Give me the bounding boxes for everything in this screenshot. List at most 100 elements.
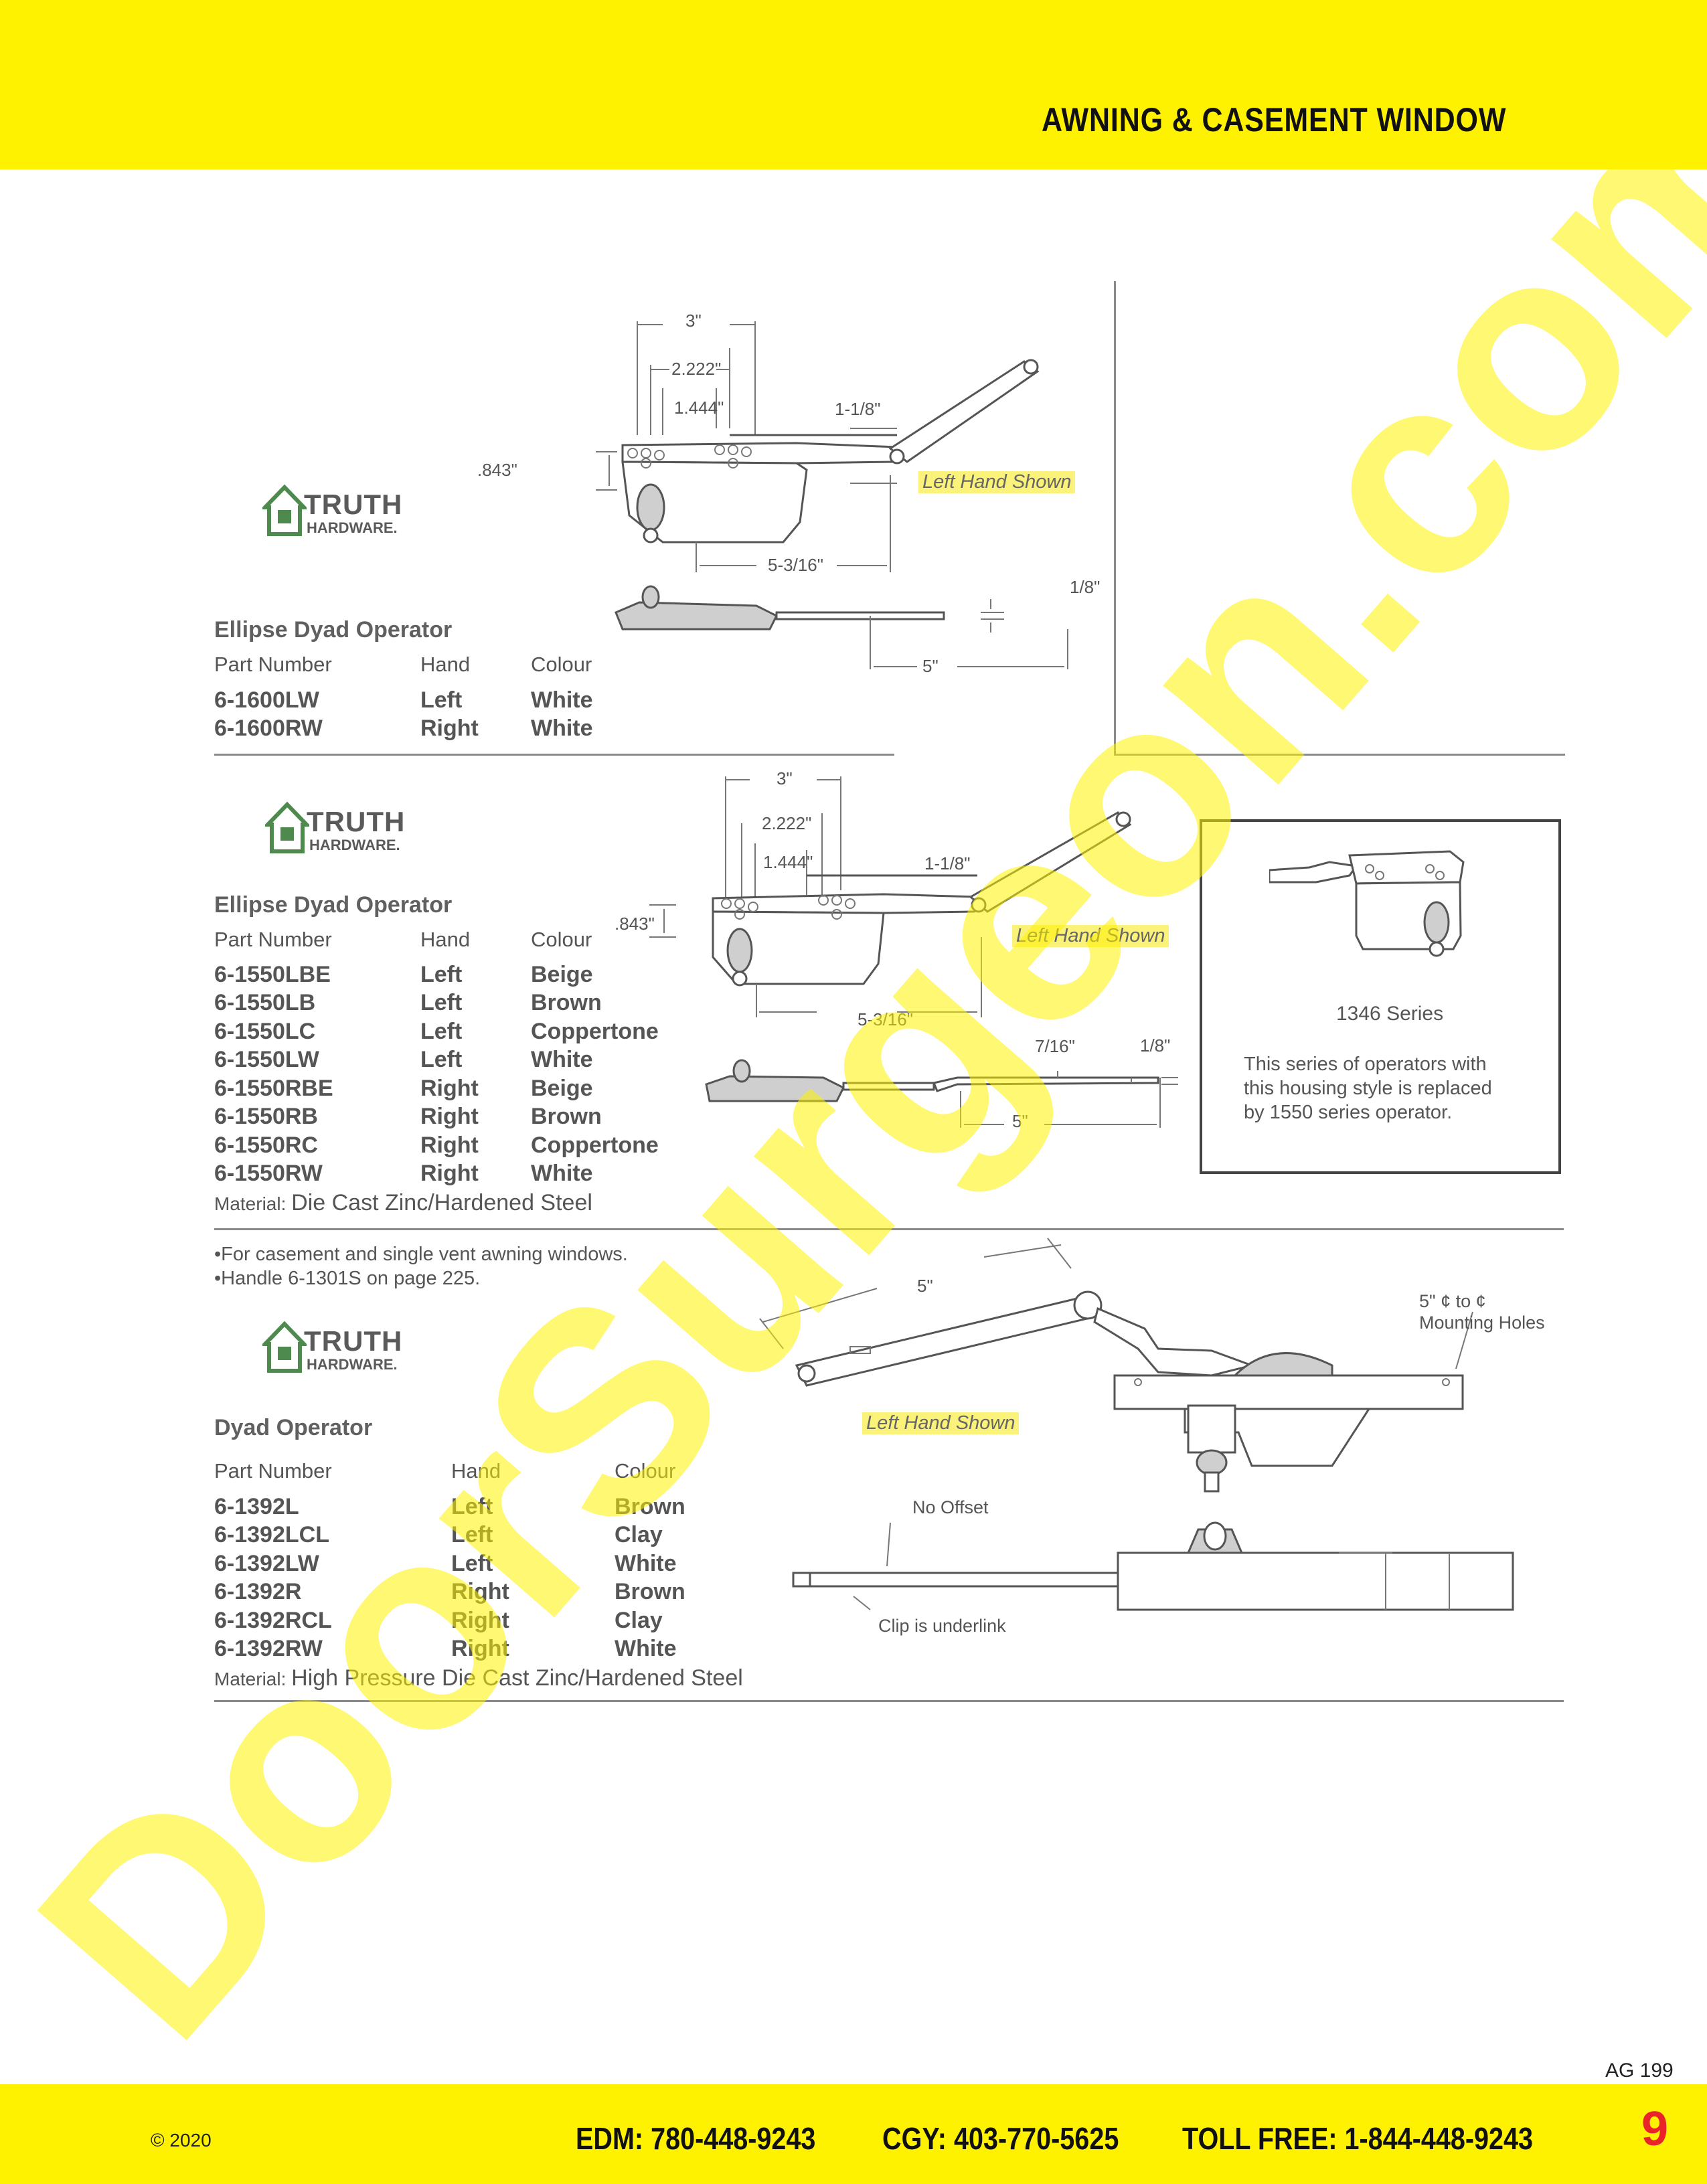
table-cell-part: 6-1550RB — [214, 1104, 318, 1129]
dimension-label: 5" — [1012, 1111, 1028, 1131]
series-label: 1346 Series — [1336, 1003, 1444, 1025]
product-title: Dyad Operator — [214, 1415, 373, 1440]
catalog-code: AG 199 — [1605, 2060, 1674, 2082]
dimension-label: 5" — [917, 1276, 933, 1296]
left-hand-shown-label: Left Hand Shown — [862, 1412, 1020, 1434]
table-cell-part: 6-1550RW — [214, 1161, 323, 1186]
material-label: Material: — [214, 1193, 287, 1214]
table-cell-part: 6-1392R — [214, 1579, 302, 1604]
dimension-label: .843" — [615, 914, 655, 934]
section-divider — [214, 1228, 1564, 1230]
table-cell-colour: Beige — [531, 1076, 593, 1101]
copyright: © 2020 — [151, 2130, 212, 2151]
table-cell-part: 6-1550LBE — [214, 962, 331, 987]
left-hand-shown-label: Left Hand Shown — [918, 471, 1076, 493]
table-cell-hand: Right — [420, 1104, 479, 1129]
section-divider — [214, 754, 894, 756]
table-cell-part: 6-1600RW — [214, 716, 323, 741]
phone-cgy[interactable]: CGY: 403-770-5625 — [882, 2121, 1119, 2156]
dimension-label: 7/16" — [1035, 1036, 1075, 1056]
callout-line: this housing style is replaced — [1244, 1078, 1492, 1099]
table-cell-part: 6-1550LC — [214, 1019, 316, 1044]
truth-hardware-logo: TRUTH HARDWARE. — [262, 483, 416, 543]
table-cell-part: 6-1600LW — [214, 687, 319, 713]
table-cell-hand: Left — [451, 1494, 493, 1519]
note-line: •Handle 6-1301S on page 225. — [214, 1268, 481, 1289]
table-cell-colour: Beige — [531, 962, 593, 987]
column-header-colour: Colour — [531, 928, 592, 951]
dimension-label: 1/8" — [1140, 1035, 1171, 1056]
column-header-hand: Hand — [420, 653, 471, 676]
logo-word-hardware: HARDWARE. — [307, 519, 398, 536]
clip-underlink-label: Clip is underlink — [878, 1616, 1006, 1636]
note-line: •For casement and single vent awning win… — [214, 1244, 628, 1265]
logo-word-truth: TRUTH — [304, 489, 403, 520]
table-cell-colour: White — [531, 1161, 593, 1186]
column-header-colour: Colour — [531, 653, 592, 676]
table-cell-hand: Right — [420, 716, 479, 741]
table-cell-hand: Left — [451, 1522, 493, 1547]
column-header-part: Part Number — [214, 653, 332, 676]
material-value: High Pressure Die Cast Zinc/Hardened Ste… — [291, 1665, 743, 1691]
operator-diagram — [649, 776, 1178, 1128]
dimension-label: 5-3/16" — [858, 1009, 913, 1029]
section-title: AWNING & CASEMENT WINDOW — [1041, 101, 1506, 139]
house-icon — [265, 801, 309, 853]
page-number: 9 — [1641, 2102, 1669, 2156]
phone-edm[interactable]: EDM: 780-448-9243 — [576, 2121, 816, 2156]
table-cell-part: 6-1550LB — [214, 990, 316, 1015]
table-cell-colour: White — [531, 716, 593, 741]
table-cell-part: 6-1392RCL — [214, 1608, 332, 1633]
dimension-label: 1/8" — [1070, 577, 1101, 597]
table-cell-colour: Clay — [615, 1608, 663, 1633]
table-cell-hand: Right — [451, 1636, 509, 1661]
table-cell-hand: Left — [420, 1047, 463, 1072]
table-cell-part: 6-1392LW — [214, 1551, 319, 1576]
phone-toll-free[interactable]: TOLL FREE: 1-844-448-9243 — [1182, 2121, 1534, 2156]
operator-1346-illustration — [1269, 850, 1465, 957]
column-header-hand: Hand — [451, 1459, 501, 1483]
material-value: Die Cast Zinc/Hardened Steel — [291, 1190, 592, 1215]
table-cell-part: 6-1392LCL — [214, 1522, 329, 1547]
product-title: Ellipse Dyad Operator — [214, 892, 453, 918]
mounting-holes-label: Mounting Holes — [1419, 1313, 1545, 1333]
table-cell-hand: Left — [420, 990, 463, 1015]
column-header-part: Part Number — [214, 1459, 332, 1483]
table-cell-colour: Brown — [531, 1104, 602, 1129]
dimension-label: 1-1/8" — [835, 399, 881, 419]
logo-word-hardware: HARDWARE. — [309, 837, 400, 853]
table-cell-colour: White — [531, 1047, 593, 1072]
table-cell-hand: Right — [451, 1608, 509, 1633]
column-header-colour: Colour — [615, 1459, 676, 1483]
header-band — [0, 0, 1707, 169]
table-cell-hand: Right — [420, 1161, 479, 1186]
table-cell-colour: Brown — [615, 1579, 685, 1604]
dimension-label: 5-3/16" — [768, 555, 823, 575]
dimension-label: 1.444" — [763, 852, 813, 872]
dimension-label: 1.444" — [674, 398, 724, 418]
table-cell-hand: Left — [451, 1551, 493, 1576]
logo-word-truth: TRUTH — [304, 1325, 403, 1357]
footer-band — [0, 2084, 1707, 2184]
dimension-label: 2.222" — [762, 813, 812, 833]
no-offset-label: No Offset — [912, 1497, 989, 1517]
truth-hardware-logo: TRUTH HARDWARE. — [262, 1320, 416, 1380]
table-cell-part: 6-1550RC — [214, 1132, 318, 1158]
material-line: Material: High Pressure Die Cast Zinc/Ha… — [214, 1665, 743, 1691]
logo-word-hardware: HARDWARE. — [307, 1356, 398, 1373]
table-cell-part: 6-1550LW — [214, 1047, 319, 1072]
material-label: Material: — [214, 1669, 287, 1689]
operator-diagram — [596, 321, 1068, 669]
truth-hardware-logo: TRUTH HARDWARE. — [265, 801, 419, 861]
column-header-part: Part Number — [214, 928, 332, 951]
left-hand-shown-label: Left Hand Shown — [1012, 925, 1169, 947]
section-divider — [214, 1700, 1564, 1702]
column-header-hand: Hand — [420, 928, 471, 951]
dimension-label: 3" — [777, 768, 793, 788]
table-cell-colour: Clay — [615, 1522, 663, 1547]
vertical-divider — [1114, 281, 1116, 755]
table-cell-hand: Left — [420, 687, 463, 713]
table-cell-colour: White — [615, 1551, 677, 1576]
house-icon — [262, 484, 307, 536]
product-title: Ellipse Dyad Operator — [214, 617, 453, 643]
